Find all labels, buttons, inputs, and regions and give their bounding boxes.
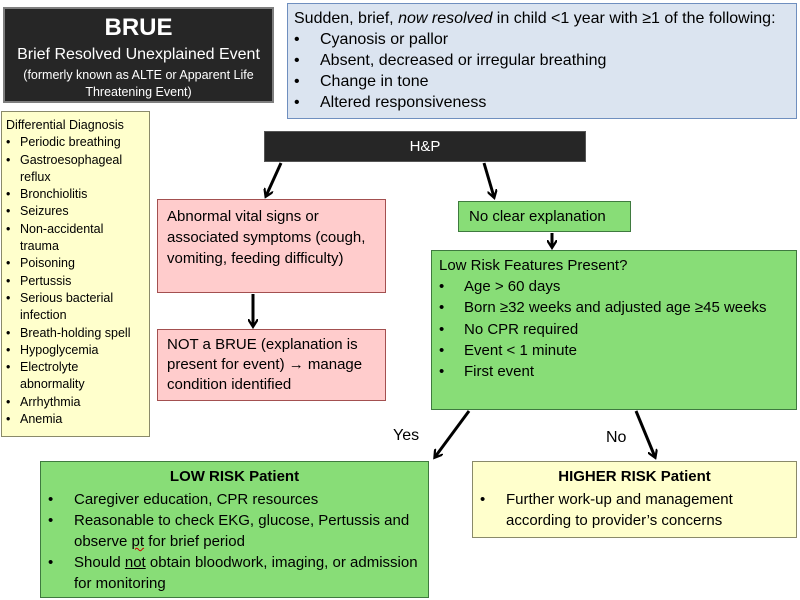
- abnormal-vitals-box: Abnormal vital signs or associated sympt…: [157, 199, 386, 293]
- brue-note: (formerly known as ALTE or Apparent Life…: [23, 68, 254, 99]
- low-risk-features-box: Low Risk Features Present? Age > 60 days…: [431, 250, 797, 410]
- low-risk-patient-box: LOW RISK Patient Caregiver education, CP…: [40, 461, 429, 598]
- low-risk-patient-title: LOW RISK Patient: [169, 468, 300, 485]
- low-risk-feature-item: Event < 1 minute: [439, 340, 789, 361]
- definition-intro-post: in child <1 year with ≥1 of the followin…: [492, 10, 776, 27]
- definition-list: Cyanosis or pallor Absent, decreased or …: [294, 29, 790, 113]
- ddx-item: Periodic breathing: [6, 134, 145, 152]
- brue-subtitle: Brief Resolved Unexplained Event: [17, 46, 260, 63]
- higher-risk-patient-box: HIGHER RISK Patient Further work-up and …: [472, 461, 797, 538]
- higher-risk-item: Further work-up and management according…: [480, 489, 789, 531]
- definition-item: Altered responsiveness: [294, 92, 790, 113]
- ddx-item: Poisoning: [6, 255, 145, 273]
- definition-item: Cyanosis or pallor: [294, 29, 790, 50]
- higher-risk-list: Further work-up and management according…: [480, 489, 789, 531]
- low-risk-feature-item: First event: [439, 361, 789, 382]
- arrow-no: [634, 410, 655, 457]
- low-risk-patient-item: Reasonable to check EKG, glucose, Pertus…: [48, 510, 421, 552]
- arrow-hp-to-abnormal: [266, 162, 283, 196]
- ddx-item: Hypoglycemia: [6, 342, 145, 360]
- ddx-item: Breath-holding spell: [6, 325, 145, 343]
- higher-risk-patient-title: HIGHER RISK Patient: [558, 468, 711, 485]
- hp-box: H&P: [264, 131, 586, 162]
- no-label: No: [606, 429, 627, 446]
- low-risk-feature-item: Born ≥32 weeks and adjusted age ≥45 week…: [439, 297, 789, 318]
- not-brue-box: NOT a BRUE (explanation is present for e…: [157, 329, 386, 401]
- definition-box: Sudden, brief, now resolved in child <1 …: [287, 3, 797, 119]
- low-risk-features-title: Low Risk Features Present?: [439, 257, 628, 274]
- ddx-item: Bronchiolitis: [6, 186, 145, 204]
- low-risk-patient-list: Caregiver education, CPR resources Reaso…: [48, 489, 421, 594]
- ddx-item: Pertussis: [6, 273, 145, 291]
- arrow-yes: [435, 410, 471, 457]
- ddx-item: Seizures: [6, 203, 145, 221]
- ddx-item: Electrolyte abnormality: [6, 359, 145, 394]
- ddx-item: Serious bacterial infection: [6, 290, 145, 325]
- low-risk-patient-item: Should not obtain bloodwork, imaging, or…: [48, 552, 421, 594]
- brue-title: BRUE: [104, 14, 173, 41]
- ddx-item: Arrhythmia: [6, 394, 145, 412]
- differential-diagnosis-box: Differential Diagnosis Periodic breathin…: [1, 111, 150, 437]
- ddx-title: Differential Diagnosis: [6, 118, 124, 132]
- low-risk-feature-item: No CPR required: [439, 319, 789, 340]
- ddx-list: Periodic breathing Gastroesophageal refl…: [6, 134, 145, 428]
- low-risk-item3-pre: Should: [74, 554, 125, 571]
- ddx-item: Anemia: [6, 411, 145, 429]
- arrow-hp-to-no-explanation: [482, 162, 494, 197]
- definition-intro: Sudden, brief, now resolved in child <1 …: [294, 8, 790, 29]
- low-risk-patient-item: Caregiver education, CPR resources: [48, 489, 421, 510]
- low-risk-feature-item: Age > 60 days: [439, 276, 789, 297]
- definition-intro-emphasis: now resolved: [398, 10, 493, 27]
- definition-item: Change in tone: [294, 71, 790, 92]
- low-risk-item3-post: obtain bloodwork, imaging, or admission …: [74, 554, 418, 592]
- brue-title-box: BRUE Brief Resolved Unexplained Event (f…: [3, 7, 274, 103]
- low-risk-features-list: Age > 60 days Born ≥32 weeks and adjuste…: [439, 276, 789, 382]
- definition-item: Absent, decreased or irregular breathing: [294, 50, 790, 71]
- ddx-item: Gastroesophageal reflux: [6, 152, 145, 187]
- low-risk-item3-not: not: [124, 554, 146, 571]
- definition-intro-pre: Sudden, brief,: [294, 10, 399, 27]
- low-risk-item2-pre: Reasonable to check EKG, glucose, Pertus…: [74, 512, 410, 550]
- low-risk-item2-post: for brief period: [144, 533, 245, 550]
- low-risk-item2-pt: pt: [131, 533, 145, 550]
- ddx-item: Non-accidental trauma: [6, 221, 145, 256]
- yes-label: Yes: [393, 427, 420, 444]
- no-clear-explanation-box: No clear explanation: [458, 201, 631, 232]
